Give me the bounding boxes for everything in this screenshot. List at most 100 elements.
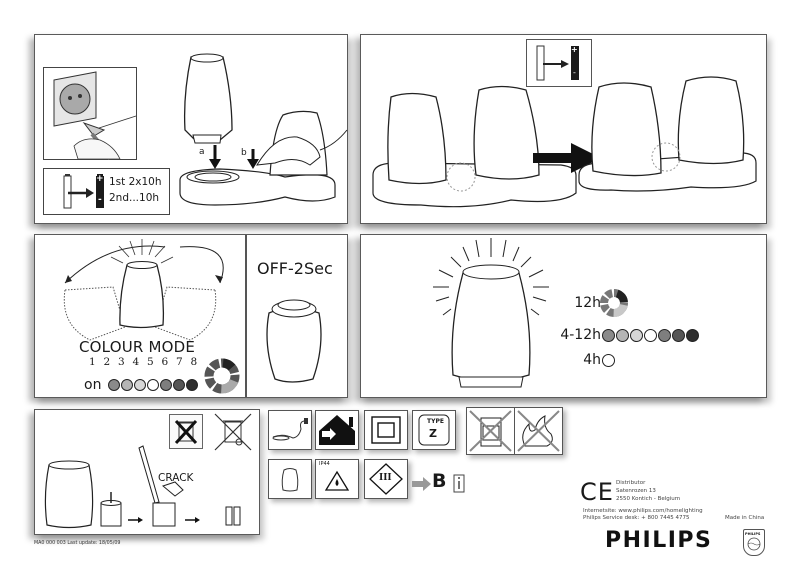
- crossed-bin-icon: [174, 419, 198, 445]
- colour-dot: [658, 328, 671, 342]
- no-bin-box: [169, 414, 203, 449]
- battery-icons: [63, 174, 104, 209]
- grey-arrow-icon: [412, 477, 431, 491]
- symbol-cable: [268, 410, 312, 450]
- battery-plus: +: [96, 174, 104, 184]
- internet-site: Internetsite: www.philips.com/homelighti…: [583, 508, 703, 514]
- colour-dot: [602, 328, 615, 342]
- class-label: III: [379, 473, 392, 483]
- colour-dots-row: on: [84, 374, 199, 393]
- mode-number: 4: [132, 356, 140, 368]
- step-b-label: b: [241, 148, 247, 158]
- warning-symbols-group: [466, 407, 563, 455]
- off-2sec-title: OFF-2Sec: [257, 259, 333, 278]
- colour-dot: [133, 378, 146, 391]
- colour-dot: [172, 378, 185, 391]
- indoor-house-icon: [319, 415, 355, 445]
- weee-crossed-bin-icon: [214, 413, 252, 451]
- symbol-indoor-use: [315, 410, 359, 450]
- charge-second: 2nd...10h: [109, 192, 160, 204]
- philips-wordmark: PHILIPS: [605, 528, 713, 553]
- symbol-type-z: TYPE Z: [412, 410, 456, 450]
- class-iii-icon: [369, 463, 403, 495]
- mode-number: 1: [89, 356, 96, 368]
- battery-minus: -: [573, 68, 576, 77]
- distributor-line3: 2550 Kontich - Belgium: [616, 496, 681, 502]
- mode-number: 8: [190, 356, 198, 368]
- panel-install: + - 1st 2x10h 2nd...10h a b: [34, 34, 348, 224]
- colour-dot: [630, 328, 643, 342]
- charge-first: 1st 2x10h: [109, 176, 162, 188]
- lamp-tilt-illustration: [63, 239, 224, 341]
- document-code: MA0 000 003 Last update: 18/05/09: [34, 541, 121, 546]
- symbol-ip44: IP44: [315, 459, 359, 499]
- glowing-lamp-illustration: [433, 238, 549, 388]
- philips-shield-logo: PHILIPS: [743, 529, 765, 556]
- runtime-label: 12h: [574, 295, 601, 311]
- b-label: B: [432, 470, 447, 492]
- panel-runtime: 12h 4-12h 4h: [360, 234, 767, 398]
- made-in: Made in China: [725, 515, 765, 521]
- cable-plug-icon: [272, 418, 308, 441]
- colour-dot: [185, 378, 198, 391]
- panel-divider: [245, 235, 247, 397]
- double-insulation-icon: [371, 416, 401, 444]
- splash-proof-icon: [324, 470, 350, 491]
- on-label: on: [84, 376, 102, 393]
- mode-number: 5: [147, 356, 154, 368]
- battery-plus: +: [571, 45, 578, 54]
- battery-box: + -: [526, 39, 592, 87]
- lamp-outline-icon: [281, 468, 299, 492]
- type-label: TYPE: [427, 418, 444, 425]
- lamp-dock-illustration: [179, 53, 348, 206]
- colour-dot: [686, 328, 699, 342]
- colour-dot: [644, 328, 657, 342]
- type-z-icon: [418, 414, 450, 446]
- battery-minus: -: [98, 195, 102, 205]
- distributor-line2: Satenrozen 13: [616, 488, 656, 494]
- mode-number: 7: [176, 356, 183, 368]
- colour-dot: [146, 378, 159, 391]
- no-chemicals-no-fire-icons: [469, 408, 560, 454]
- runtime-row-4-12h: 4-12h: [545, 327, 700, 343]
- colour-dot: [120, 378, 133, 391]
- white-dot: [602, 353, 615, 367]
- shield-text: PHILIPS: [745, 532, 761, 536]
- panel-disposal: CRACK: [34, 409, 260, 535]
- ip-rating-label: IP44: [319, 461, 330, 467]
- symbol-class-ii: [364, 410, 408, 450]
- battery-removal-steps: [44, 445, 241, 529]
- runtime-row-12h: 12h: [545, 289, 628, 317]
- mode-number: 2: [103, 356, 111, 368]
- dock-charging-illustration: [372, 76, 757, 208]
- colour-dot: [159, 378, 172, 391]
- runtime-label: 4h: [583, 352, 601, 368]
- distributor-line1: Distributor: [616, 480, 646, 486]
- info-leaflet-icon: [453, 474, 465, 493]
- colour-wheel-icon: [204, 358, 240, 394]
- battery-charge-box: + - 1st 2x10h 2nd...10h: [43, 168, 170, 215]
- colour-wheel-icon: [600, 289, 628, 317]
- type-letter: Z: [429, 427, 437, 440]
- mode-number: 3: [118, 356, 125, 368]
- shield-stars-waves: [747, 537, 761, 551]
- runtime-label: 4-12h: [560, 327, 601, 343]
- battery-swap-icon: [536, 45, 579, 81]
- step-a-label: a: [199, 147, 205, 157]
- service-desk: Philips Service desk: + 800 7445 4775: [583, 515, 690, 521]
- symbol-class-iii: III: [364, 459, 408, 499]
- colour-dot: [672, 328, 685, 342]
- colour-dot: [107, 378, 120, 391]
- lamp-press-icon: [266, 299, 322, 383]
- colour-dot: [616, 328, 629, 342]
- runtime-row-4h: 4h: [545, 352, 616, 368]
- mode-number: 6: [161, 356, 169, 368]
- plug-socket-illustration: [43, 67, 137, 160]
- plug-socket-icon: [53, 71, 137, 160]
- crack-label: CRACK: [158, 472, 194, 484]
- symbol-lamp: [268, 459, 312, 499]
- panel-charging: + -: [360, 34, 767, 224]
- colour-mode-title: COLOUR MODE: [79, 338, 196, 356]
